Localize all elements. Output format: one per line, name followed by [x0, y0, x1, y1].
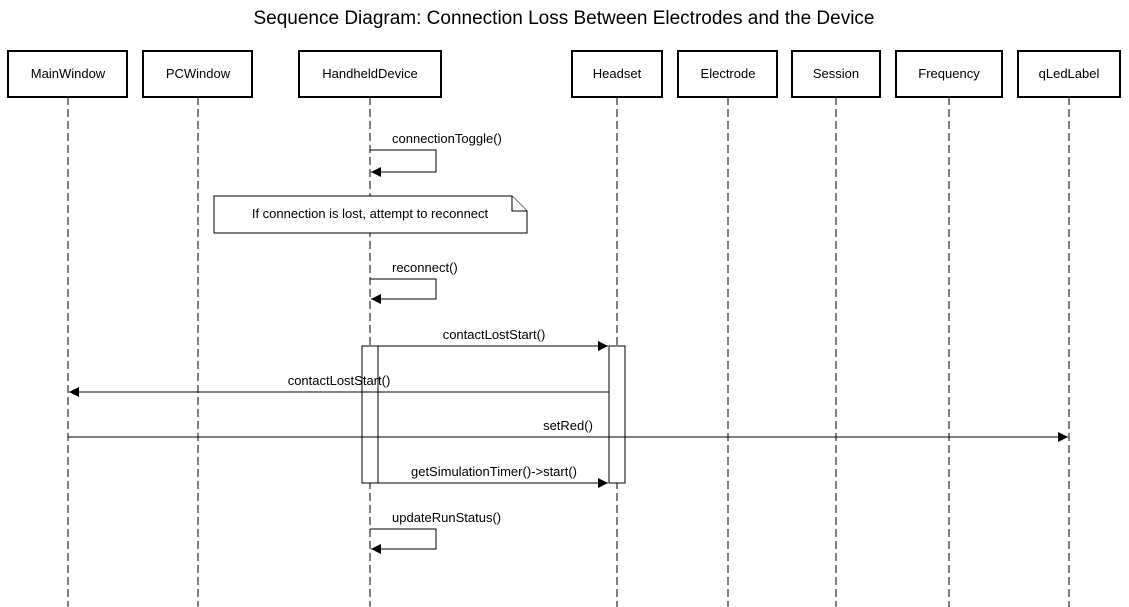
activation-bar-handheld-device — [361, 345, 379, 484]
message-contact-lost-start-to-headset: contactLostStart() — [370, 327, 608, 351]
participant-label: Electrode — [701, 66, 756, 81]
participant-electrode: Electrode — [677, 50, 778, 98]
message-get-simulation-timer-start: getSimulationTimer()->start() — [378, 464, 608, 488]
message-connection-toggle: connectionToggle() — [370, 131, 502, 177]
message-set-red: setRed() — [68, 418, 1068, 442]
note: If connection is lost, attempt to reconn… — [213, 195, 528, 234]
message-label: reconnect() — [392, 260, 458, 275]
participant-session: Session — [791, 50, 881, 98]
message-label: contactLostStart() — [288, 373, 391, 388]
participant-label: Session — [813, 66, 859, 81]
message-label: getSimulationTimer()->start() — [411, 464, 577, 479]
participant-label: PCWindow — [166, 66, 231, 81]
message-label: contactLostStart() — [443, 327, 546, 342]
message-label: setRed() — [543, 418, 593, 433]
note-text: If connection is lost, attempt to reconn… — [252, 206, 489, 221]
message-label: updateRunStatus() — [392, 510, 501, 525]
participant-frequency: Frequency — [895, 50, 1003, 98]
participant-qled-label: qLedLabel — [1017, 50, 1121, 98]
participant-main-window: MainWindow — [7, 50, 128, 98]
lifelines — [67, 97, 1070, 607]
participant-handheld-device: HandheldDevice — [298, 50, 442, 98]
message-label: connectionToggle() — [392, 131, 502, 146]
participant-headset: Headset — [571, 50, 663, 98]
diagram-title: Sequence Diagram: Connection Loss Betwee… — [253, 8, 874, 29]
message-update-run-status: updateRunStatus() — [370, 510, 501, 554]
participant-label: MainWindow — [31, 66, 106, 81]
participant-pc-window: PCWindow — [142, 50, 253, 98]
participant-label: Headset — [593, 66, 642, 81]
message-contact-lost-start-to-main-window: contactLostStart() — [69, 373, 609, 397]
message-reconnect: reconnect() — [370, 260, 458, 304]
participant-label: HandheldDevice — [322, 66, 417, 81]
participant-label: qLedLabel — [1039, 66, 1100, 81]
participant-label: Frequency — [918, 66, 980, 81]
activation-bar-headset — [608, 345, 626, 484]
